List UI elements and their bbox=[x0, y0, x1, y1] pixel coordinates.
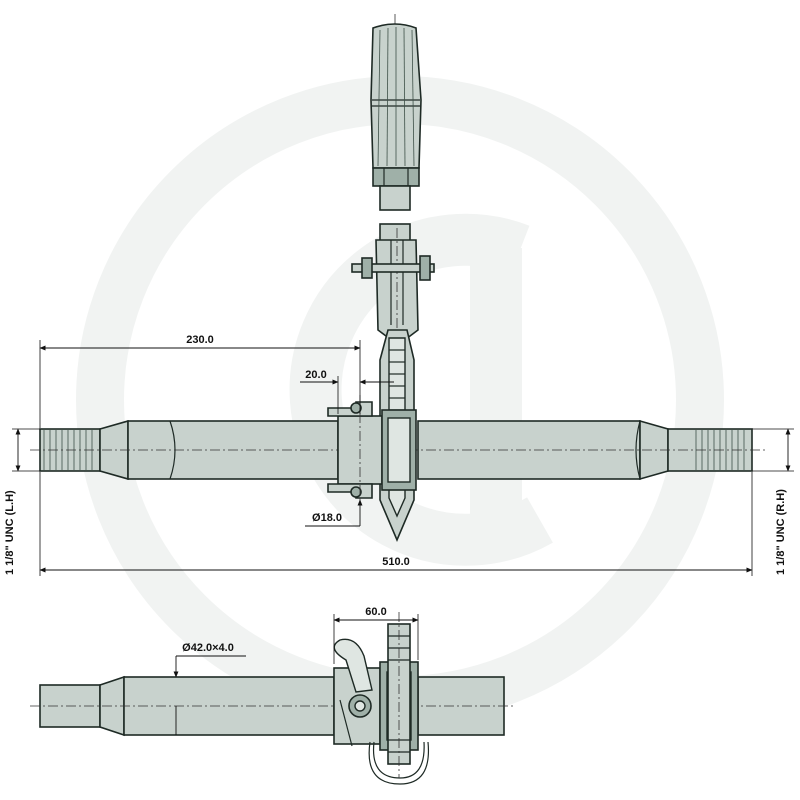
handle-grip bbox=[370, 14, 422, 211]
dimension-20: 20.0 bbox=[300, 369, 394, 414]
left-thread-label: 1 1/8" UNC (L.H) bbox=[4, 490, 16, 575]
dimension-pin-diameter: Ø18.0 bbox=[305, 499, 363, 527]
dimension-60: 60.0 bbox=[333, 606, 419, 664]
clamp-body-top bbox=[327, 395, 417, 505]
dimension-230: 230.0 bbox=[39, 334, 361, 428]
dimension-right-thread: 1 1/8" UNC (R.H) bbox=[752, 428, 794, 575]
dimension-510-label: 510.0 bbox=[382, 556, 410, 568]
dimension-230-label: 230.0 bbox=[186, 334, 214, 346]
clamp-body-side bbox=[333, 612, 430, 785]
dimension-tube-size: Ø42.0×4.0 bbox=[173, 642, 246, 735]
dimension-pin-diameter-label: Ø18.0 bbox=[312, 512, 342, 524]
main-tube-top bbox=[30, 419, 765, 481]
dimension-510: 510.0 bbox=[39, 472, 753, 576]
dimension-20-label: 20.0 bbox=[305, 369, 326, 381]
dimension-left-thread: 1 1/8" UNC (L.H) bbox=[4, 428, 40, 575]
main-tube-side bbox=[30, 675, 515, 737]
right-thread-label: 1 1/8" UNC (R.H) bbox=[775, 489, 787, 575]
dimension-60-label: 60.0 bbox=[365, 606, 386, 618]
dimension-tube-size-label: Ø42.0×4.0 bbox=[182, 642, 234, 654]
